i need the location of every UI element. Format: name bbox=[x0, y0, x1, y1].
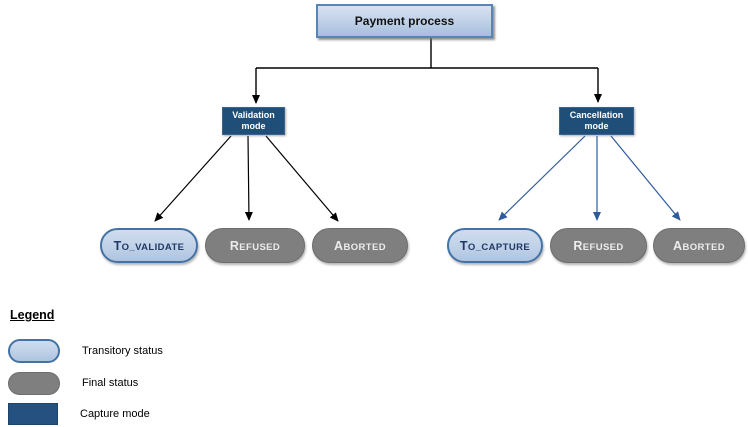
status-label-refused-validation: REFUSED bbox=[229, 238, 281, 253]
mode-node-cancellation-label: Cancellation mode bbox=[569, 109, 624, 131]
status-node-to-validate: TO_VALIDATE bbox=[100, 228, 198, 263]
status-label-aborted-validation: ABORTED bbox=[334, 238, 386, 253]
status-node-to-capture: TO_CAPTURE bbox=[447, 228, 543, 263]
root-node-label: Payment process bbox=[354, 14, 455, 28]
connector-validation-aborted bbox=[265, 135, 339, 222]
status-label-to-capture: TO_CAPTURE bbox=[459, 238, 531, 253]
legend-item-capture: Capture mode bbox=[8, 402, 288, 426]
status-label-refused-cancellation: REFUSED bbox=[573, 238, 624, 253]
legend-item-transitory: Transitory status bbox=[8, 339, 288, 363]
status-label-to-validate: TO_VALIDATE bbox=[113, 238, 185, 253]
connector-validation-refused bbox=[244, 135, 253, 221]
legend-swatch-transitory-pill bbox=[8, 339, 60, 363]
status-node-aborted-cancellation: ABORTED bbox=[653, 228, 745, 263]
connector-validation-to-validate bbox=[154, 135, 232, 222]
mode-node-validation: Validation mode bbox=[222, 107, 285, 135]
legend-label-final: Final status bbox=[82, 377, 139, 389]
connector-cancellation-aborted bbox=[610, 135, 681, 221]
status-node-aborted-validation: ABORTED bbox=[312, 228, 408, 263]
legend-label-transitory: Transitory status bbox=[82, 345, 163, 357]
connector-cancellation-to-capture bbox=[498, 135, 586, 221]
legend-title: Legend bbox=[10, 308, 55, 322]
root-node-payment-process: Payment process bbox=[316, 4, 493, 38]
status-node-refused-validation: REFUSED bbox=[205, 228, 305, 263]
mode-node-cancellation: Cancellation mode bbox=[559, 107, 634, 135]
legend-item-final: Final status bbox=[8, 371, 288, 395]
status-node-refused-cancellation: REFUSED bbox=[550, 228, 647, 263]
status-label-aborted-cancellation: ABORTED bbox=[673, 238, 725, 253]
legend-swatch-final-pill bbox=[8, 371, 60, 395]
legend-label-capture: Capture mode bbox=[80, 408, 150, 420]
legend-swatch-capture-rect bbox=[8, 403, 58, 425]
mode-node-validation-label: Validation mode bbox=[232, 109, 275, 131]
